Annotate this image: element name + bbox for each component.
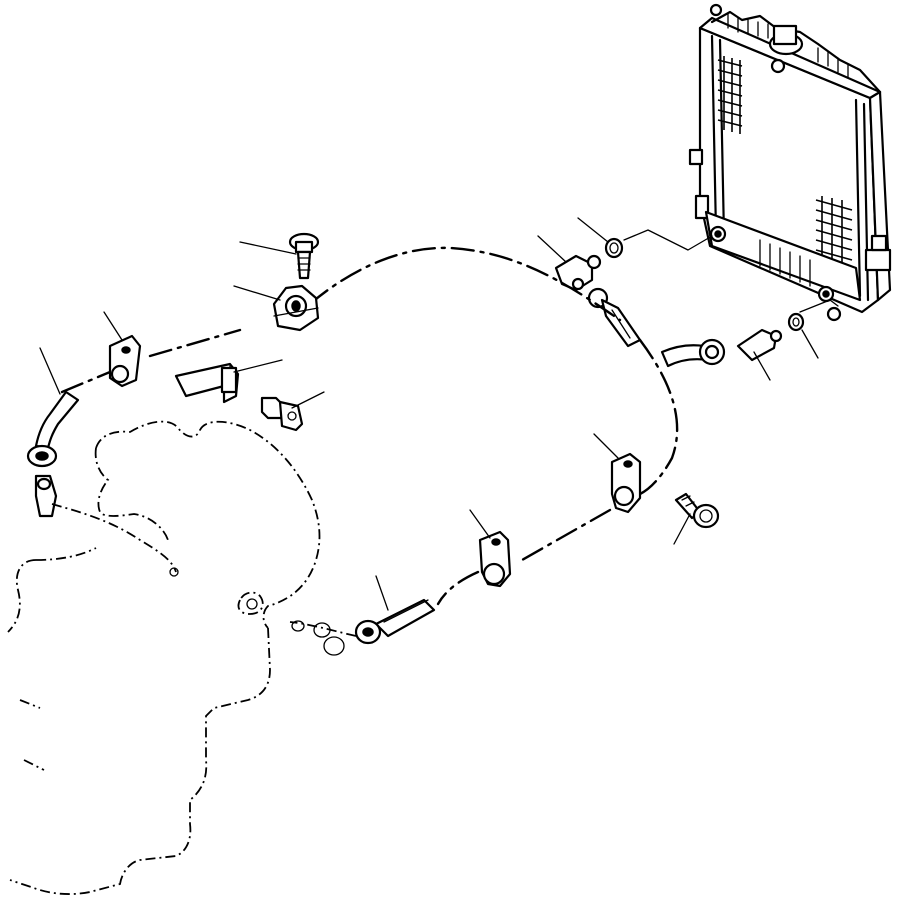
o-ring-lower [787,312,805,332]
hose-upper [660,338,726,368]
bracket [174,362,240,404]
clamp-right [610,452,642,514]
clamp-top [272,284,320,332]
radiator [688,3,892,322]
leader-lines [39,217,819,611]
engine-outline [7,420,321,895]
elbow-fitting [554,254,602,292]
connector-lower [736,328,783,362]
clamp-bottom [478,530,512,588]
hose-left-assembly [26,390,179,577]
oil-cooler-hose-end [587,287,642,348]
bolt-top [288,232,320,280]
hose-bottom-fitting [289,598,436,656]
clamp-left [108,334,142,388]
bolt-bracket [260,396,304,432]
o-ring-upper [604,237,624,259]
bolt-right [674,492,720,529]
